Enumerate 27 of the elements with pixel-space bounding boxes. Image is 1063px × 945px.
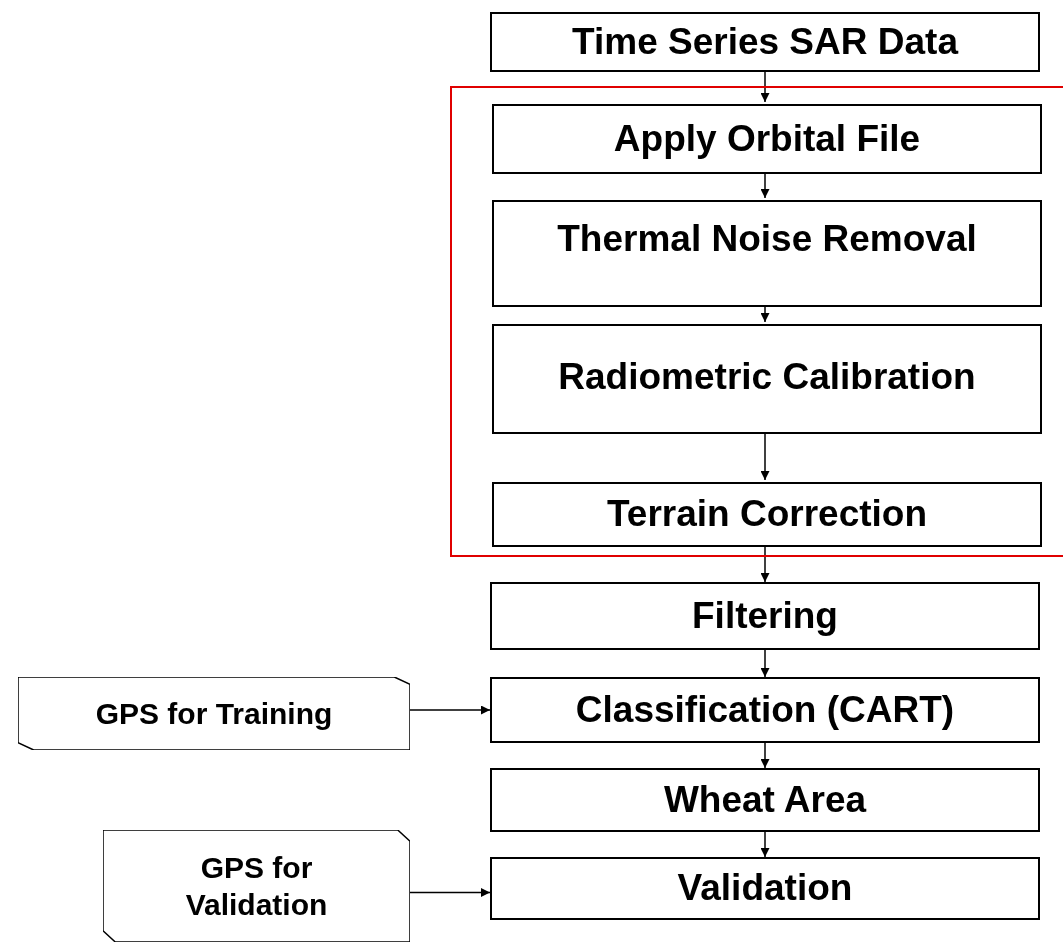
node-label: Validation [677, 866, 853, 911]
arrow [760, 649, 770, 678]
node-label: Time Series SAR Data [572, 19, 958, 64]
node-label: Classification (CART) [575, 687, 955, 732]
process-box [490, 677, 1040, 743]
input-box [103, 830, 410, 942]
node-label: GPS for Training [95, 695, 333, 732]
process-box [490, 768, 1040, 832]
input-box [18, 677, 410, 750]
process-box [490, 582, 1040, 650]
node-label: Apply Orbital File [613, 116, 921, 161]
node-label: Filtering [692, 593, 838, 638]
process-box [490, 12, 1040, 72]
group-outline [450, 86, 1063, 557]
process-box [492, 482, 1042, 547]
node-label: GPS for Validation [184, 849, 329, 923]
node-label: Terrain Correction [606, 492, 927, 537]
process-box [490, 857, 1040, 920]
process-box [492, 324, 1042, 434]
process-box [492, 104, 1042, 174]
node-label: Wheat Area [663, 777, 867, 822]
process-box [492, 200, 1042, 307]
node-label: Radiometric Calibration [558, 355, 976, 399]
arrow [760, 742, 770, 769]
arrow [760, 71, 770, 103]
node-label: Thermal Noise Removal [557, 217, 977, 261]
arrow [760, 831, 770, 858]
